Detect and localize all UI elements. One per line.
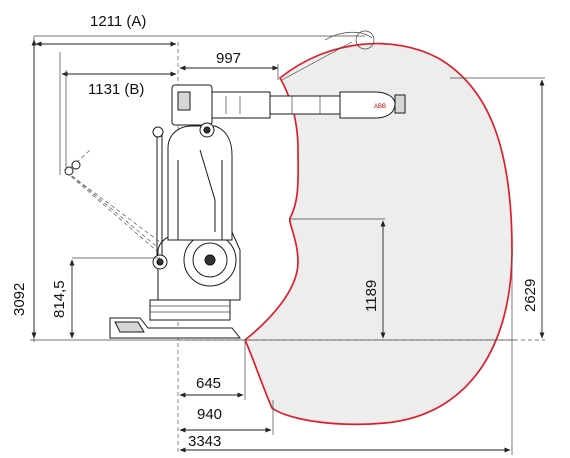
robot-base-plate: [109, 317, 242, 339]
label-1131-b: 1131 (B): [88, 81, 144, 98]
label-1189: 1189: [363, 280, 380, 312]
abb-logo: ABB: [374, 104, 386, 110]
rear-reach-joint-b: [71, 160, 81, 170]
robot-lower-arm: [167, 125, 233, 241]
robot-wrist: [339, 91, 396, 119]
label-3092: 3092: [11, 283, 28, 316]
label-645: 645: [196, 375, 221, 392]
label-2629: 2629: [522, 279, 539, 312]
axis4-motor: [177, 91, 191, 111]
label-940: 940: [197, 406, 222, 423]
working-envelope: [243, 42, 513, 426]
robot-base-foot: [114, 321, 145, 333]
label-1211-a: 1211 (A): [90, 13, 146, 30]
label-814-5: 814,5: [51, 280, 68, 318]
max-reach-ghost: [324, 31, 373, 41]
rear-reach-joint-a: [64, 166, 74, 176]
robot-illustration: ABB: [109, 84, 406, 339]
robot-base: [149, 299, 231, 321]
robot-upper-arm: [211, 91, 271, 119]
tool-flange: [394, 94, 406, 114]
upper-arm-tube: [269, 95, 341, 115]
label-997: 997: [216, 50, 241, 67]
label-3343: 3343: [188, 433, 221, 450]
